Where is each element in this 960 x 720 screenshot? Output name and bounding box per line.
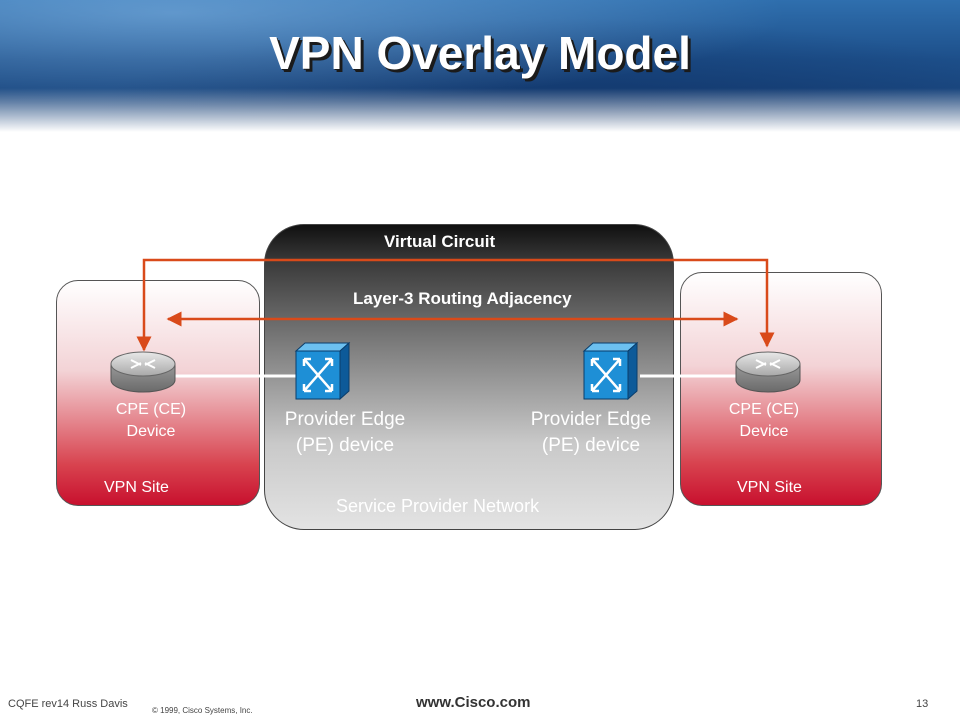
slide-title: VPN Overlay Model	[269, 27, 691, 79]
cpe-right-label: CPE (CE) Device	[709, 399, 819, 443]
pe-right-label-line1: Provider Edge	[530, 409, 652, 430]
switch-icon	[582, 341, 639, 401]
virtual-circuit-label: Virtual Circuit	[384, 232, 496, 251]
cpe-left-label-line2: Device	[126, 423, 176, 440]
pe-left-label: Provider Edge (PE) device	[272, 407, 418, 459]
router-icon	[110, 351, 176, 393]
pe-right-label: Provider Edge (PE) device	[518, 407, 664, 459]
pe-right-label-line2: (PE) device	[541, 435, 641, 456]
footer-copyright: © 1999, Cisco Systems, Inc.	[152, 706, 253, 715]
router-icon	[735, 351, 801, 393]
cpe-left-label-line1: CPE (CE)	[115, 401, 187, 418]
pe-left-label-line1: Provider Edge	[284, 409, 406, 430]
page-number: 13	[916, 698, 929, 710]
pe-left-label-line2: (PE) device	[295, 435, 395, 456]
footer-website: www.Cisco.com	[416, 694, 531, 711]
routing-adjacency-label: Layer-3 Routing Adjacency	[353, 289, 572, 308]
footer-course-label: CQFE rev14 Russ Davis	[8, 698, 128, 710]
title-banner	[0, 0, 960, 132]
vpn-site-left-label: VPN Site	[104, 479, 169, 496]
cpe-right-label-line2: Device	[739, 423, 789, 440]
cpe-left-label: CPE (CE) Device	[96, 399, 206, 443]
service-provider-network-label: Service Provider Network	[336, 496, 540, 516]
cpe-right-label-line1: CPE (CE)	[728, 401, 800, 418]
vpn-site-right-label: VPN Site	[737, 479, 802, 496]
switch-icon	[294, 341, 351, 401]
virtual-circuit-arrow	[136, 258, 775, 352]
